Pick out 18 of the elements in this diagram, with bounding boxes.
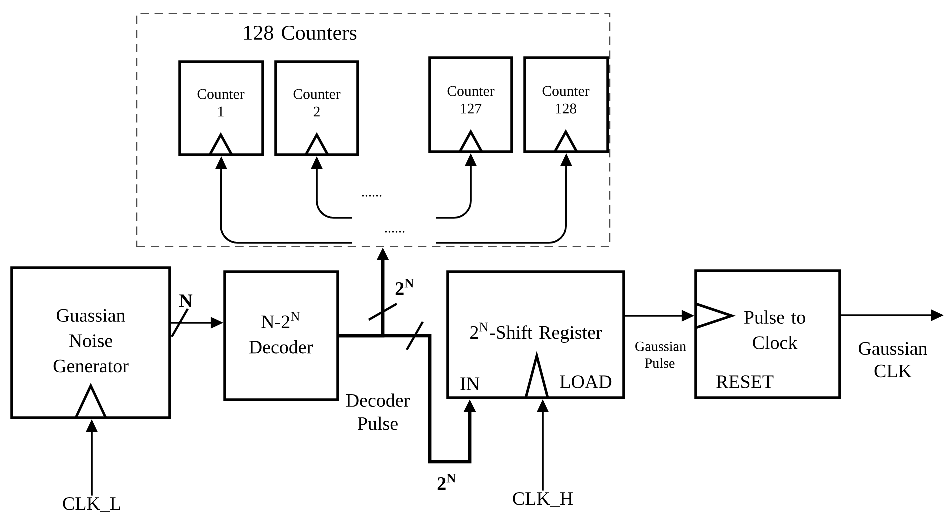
signal-label: CLK_H <box>513 492 574 508</box>
edge-label: Gaussian CLK <box>859 342 928 378</box>
edge-label: 2$^{N}$ <box>438 474 456 490</box>
block-box: Guassian Noise Generator <box>10 266 172 420</box>
ellipsis-dots: ...... <box>385 231 405 233</box>
edge-label: N <box>180 294 193 308</box>
edge-label: Gaussian Pulse <box>636 342 686 368</box>
edge-label: 2$^{N}$ <box>396 278 414 296</box>
signal-label: CLK_L <box>63 498 120 512</box>
counter-box: Counter 1 <box>178 60 264 156</box>
block-box: Pulse to Clock RESET <box>694 270 842 400</box>
signal-label: Decoder Pulse <box>346 394 410 430</box>
counter-box: Counter 2 <box>274 60 360 156</box>
block-box: N-2$^{N}$ Decoder <box>224 270 340 402</box>
counter-box: Counter 127 <box>428 56 514 154</box>
block-box: 2$^{N}$-Shift Register IN LOAD <box>446 270 626 400</box>
ellipsis-dots: ...... <box>362 195 382 197</box>
counter-box: Counter 128 <box>524 56 610 154</box>
